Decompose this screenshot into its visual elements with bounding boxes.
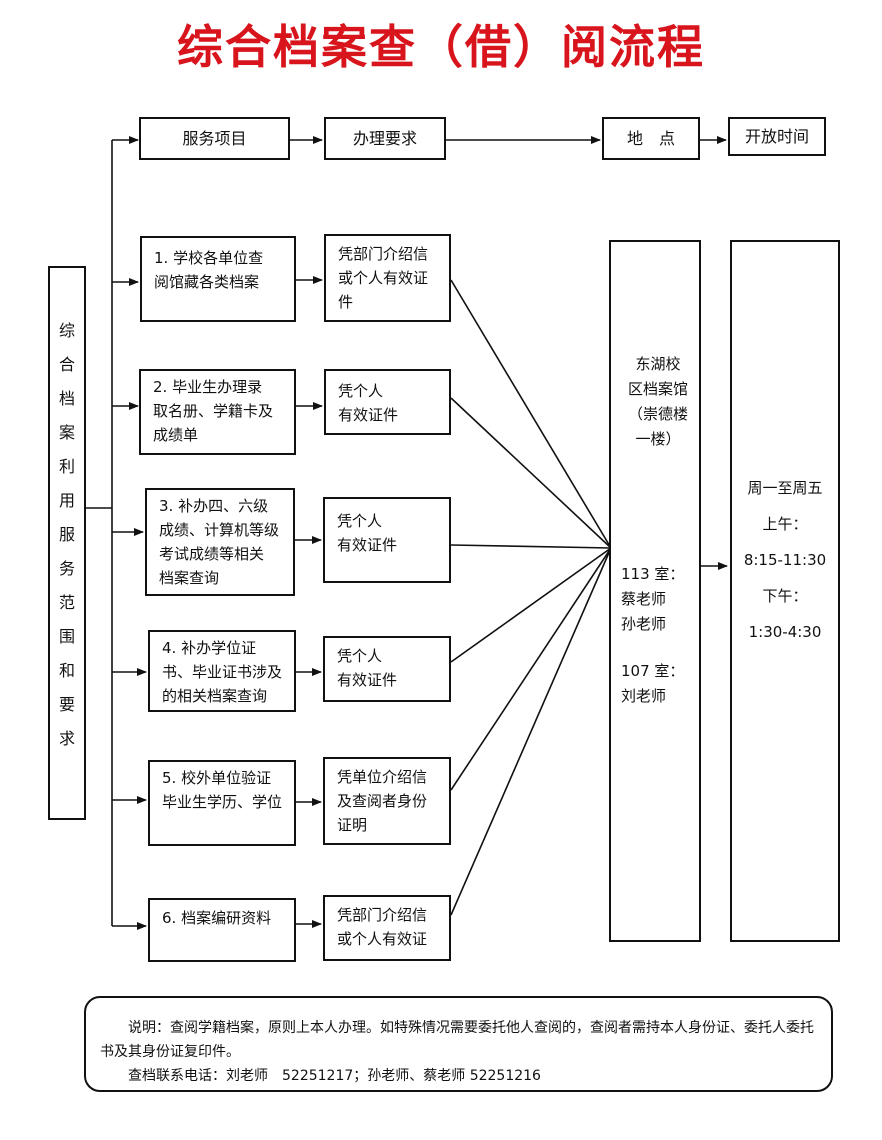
- location-room-113: 113 室： 蔡老师 孙老师: [621, 565, 685, 633]
- scope-char: 档: [58, 389, 75, 408]
- converge-line-1: [450, 279, 612, 549]
- requirement-5: 凭单位介绍信 及查阅者身份 证明: [323, 757, 451, 845]
- service-item-1: 1. 学校各单位查 阅馆藏各类档案: [140, 236, 296, 322]
- scope-char: 和: [58, 661, 75, 680]
- scope-char: 案: [58, 423, 75, 442]
- header-requirement: 办理要求: [324, 117, 446, 160]
- hours-am: 8:15-11:30: [743, 551, 827, 569]
- header-location: 地 点: [602, 117, 700, 160]
- converge-line-2: [450, 397, 612, 549]
- hours-pm: 1:30-4:30: [748, 623, 822, 641]
- scope-char: 务: [58, 559, 75, 578]
- hours-pm-label: 下午：: [762, 587, 808, 605]
- scope-char: 合: [58, 355, 75, 374]
- service-item-6: 6. 档案编研资料: [148, 898, 296, 962]
- scope-char: 围: [58, 627, 75, 646]
- requirement-6: 凭部门介绍信 或个人有效证: [323, 895, 451, 961]
- requirement-4: 凭个人 有效证件: [323, 636, 451, 702]
- header-service: 服务项目: [139, 117, 290, 160]
- requirement-1: 凭部门介绍信 或个人有效证 件: [324, 234, 451, 322]
- scope-char: 综: [58, 321, 75, 340]
- scope-char: 用: [58, 491, 75, 510]
- note-box: 说明：查阅学籍档案，原则上本人办理。如特殊情况需要委托他人查阅的，查阅者需持本人…: [84, 996, 833, 1092]
- converge-line-3: [450, 544, 612, 549]
- hours-days: 周一至周五: [747, 479, 823, 497]
- scope-char: 范: [58, 593, 75, 612]
- service-item-4: 4. 补办学位证 书、毕业证书涉及 的相关档案查询: [148, 630, 296, 712]
- scope-char: 服: [58, 525, 75, 544]
- contact-phones: 查档联系电话：刘老师 52251217；孙老师、蔡老师 52251216: [128, 1068, 541, 1084]
- service-item-3: 3. 补办四、六级 成绩、计算机等级 考试成绩等相关 档案查询: [145, 488, 295, 596]
- scope-char: 利: [58, 457, 75, 476]
- page-title: 综合档案查（借）阅流程: [177, 20, 705, 74]
- converge-line-6: [450, 547, 612, 916]
- scope-char: 要: [58, 695, 75, 714]
- location-box: 东湖校 区档案馆 （崇德楼 一楼） 113 室： 蔡老师 孙老师 107 室： …: [609, 240, 701, 942]
- scope-label-box: 综 合 档 案 利 用 服 务 范 围 和 要 求: [48, 266, 86, 820]
- opening-hours-box: 周一至周五 上午： 8:15-11:30 下午： 1:30-4:30: [730, 240, 840, 942]
- note-text: 说明：查阅学籍档案，原则上本人办理。如特殊情况需要委托他人查阅的，查阅者需持本人…: [100, 1020, 814, 1060]
- hours-am-label: 上午：: [762, 515, 808, 533]
- service-item-2: 2. 毕业生办理录 取名册、学籍卡及 成绩单: [139, 369, 296, 455]
- requirement-3: 凭个人 有效证件: [323, 497, 451, 583]
- header-hours: 开放时间: [728, 117, 826, 156]
- service-item-5: 5. 校外单位验证 毕业生学历、学位: [148, 760, 296, 846]
- converge-line-5: [450, 547, 612, 791]
- converge-line-4: [450, 547, 612, 663]
- scope-char: 求: [58, 729, 75, 748]
- location-room-107: 107 室： 刘老师: [621, 662, 685, 705]
- location-name: 东湖校 区档案馆 （崇德楼 一楼）: [627, 355, 688, 448]
- requirement-2: 凭个人 有效证件: [324, 369, 451, 435]
